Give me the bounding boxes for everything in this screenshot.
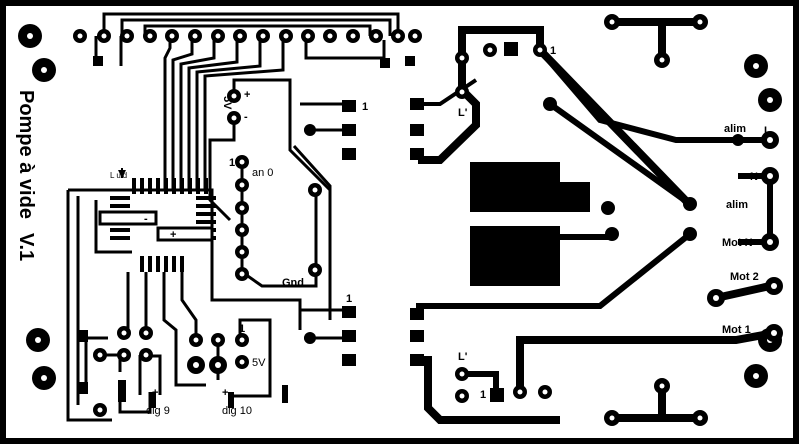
mot2-label: Mot 2 — [730, 271, 759, 283]
mot-n-label: Mot N — [722, 237, 753, 249]
alim-label-top: alim — [724, 123, 746, 135]
plus-label-top: + — [244, 89, 250, 101]
alim-label-bot: alim — [726, 199, 748, 211]
analog-connector — [235, 144, 332, 320]
l-prime-label-bot: L' — [458, 351, 468, 363]
l-main-label: L — [764, 125, 771, 137]
mot1-label: Mot 1 — [722, 324, 751, 336]
pin1-label-mid: 1 — [346, 293, 352, 305]
an0-label: an 0 — [252, 167, 273, 179]
plus-dig10-label: + — [222, 387, 228, 399]
dig10-label: dig 10 — [222, 405, 252, 417]
board-title: Pompe à vide — [15, 90, 37, 219]
n-main-label: N — [750, 171, 758, 183]
v5-label-top: 5V — [221, 96, 233, 110]
power-section-top — [410, 14, 738, 208]
pin1-label-relay-bot: 1 — [480, 389, 486, 401]
ic-footprint — [66, 168, 302, 422]
board-version: V.1 — [15, 233, 37, 261]
header-traces — [94, 12, 400, 190]
gnd-label: Gnd — [282, 277, 304, 289]
v5-label-bot: 5V — [252, 357, 266, 369]
l-prime-label-top: L' — [458, 107, 468, 119]
minus-label-top: - — [244, 111, 248, 123]
l-uid-label: L uid — [110, 171, 127, 180]
power-section-bottom — [410, 308, 708, 426]
relay-connector-bottom — [300, 306, 356, 366]
pin1-label-relay-top: 1 — [550, 45, 556, 57]
plus-dig9-label: + — [152, 387, 158, 399]
lower-left-pads — [78, 326, 288, 417]
pin1-label-an: 1 — [229, 157, 235, 169]
relay-footprint — [416, 97, 697, 309]
header-pads — [73, 29, 422, 68]
pin1-label-dig: 1 — [239, 323, 245, 335]
minus-cap-label: - — [144, 213, 148, 225]
relay-connector-top — [300, 100, 356, 160]
plus-cap-label: + — [170, 229, 176, 241]
main-terminals — [516, 131, 783, 390]
dig9-label: dig 9 — [146, 405, 170, 417]
pin1-label-top: 1 — [362, 101, 368, 113]
